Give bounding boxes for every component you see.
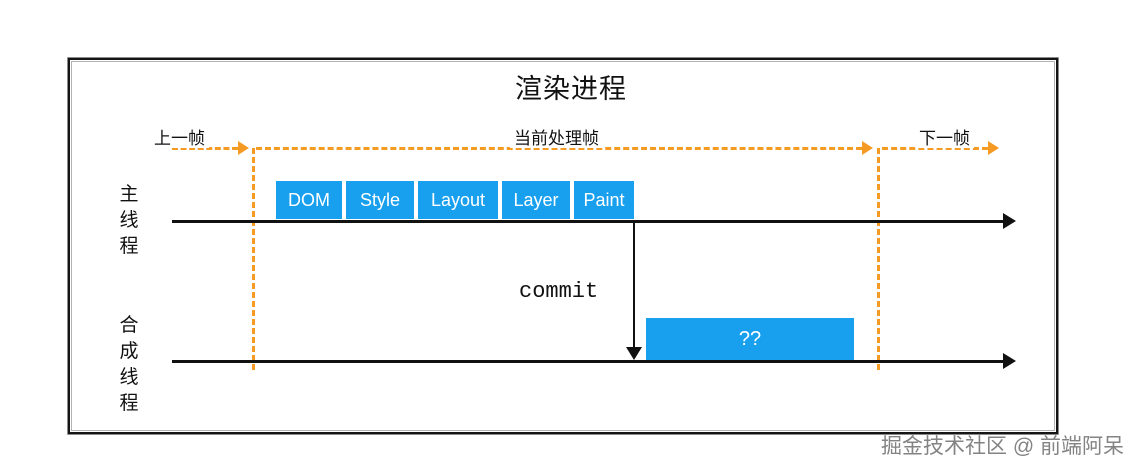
stage-box-layout[interactable]: Layout: [417, 180, 499, 220]
compositor-thread-label-char-3: 程: [119, 393, 139, 414]
compositor-thread-label: 合 成 线 程: [112, 313, 146, 417]
timeline-arrow-current: [862, 141, 873, 155]
stage-box-paint-label: Paint: [583, 189, 625, 210]
compositor-task-label: ??: [738, 327, 762, 350]
timeline-segment-current: [256, 147, 862, 150]
compositor-thread-label-char-0: 合: [119, 315, 139, 336]
compositor-thread-label-char-2: 线: [119, 367, 139, 388]
stage-box-layer[interactable]: Layer: [501, 180, 571, 220]
main-thread-axis: [172, 220, 1005, 223]
timeline-label-next-frame: 下一帧: [915, 130, 974, 148]
main-thread-axis-arrow: [1003, 213, 1016, 229]
commit-arrow-head: [626, 347, 642, 360]
stage-box-style[interactable]: Style: [345, 180, 415, 220]
stage-box-layer-label: Layer: [513, 189, 559, 210]
main-thread-label-char-0: 主: [119, 184, 139, 205]
main-thread-label-char-1: 线: [119, 210, 139, 231]
stage-box-style-label: Style: [359, 189, 401, 210]
stage-box-layout-label: Layout: [430, 189, 486, 210]
compositor-thread-label-char-1: 成: [119, 341, 139, 362]
compositor-thread-axis-arrow: [1003, 353, 1016, 369]
timeline-segment-next: [882, 147, 988, 150]
compositor-task-box[interactable]: ??: [646, 318, 854, 360]
watermark: 掘金技术社区 @ 前端阿呆: [881, 435, 1124, 458]
diagram-outer-frame: [67, 57, 1059, 435]
frame-boundary-left: [252, 148, 255, 370]
stage-box-paint[interactable]: Paint: [573, 180, 635, 220]
main-thread-label-char-2: 程: [119, 236, 139, 257]
timeline-label-previous-frame: 上一帧: [150, 130, 209, 148]
frame-boundary-right: [877, 148, 880, 370]
stage-box-dom-label: DOM: [288, 189, 330, 210]
stage-box-dom[interactable]: DOM: [275, 180, 343, 220]
timeline-arrow-next: [988, 141, 999, 155]
commit-label: commit: [519, 279, 599, 304]
page-title: 渲染进程: [515, 74, 627, 104]
main-thread-label: 主 线 程: [112, 182, 146, 260]
timeline-arrow-previous: [238, 141, 249, 155]
timeline-label-current-frame: 当前处理帧: [510, 130, 603, 148]
commit-arrow-shaft: [633, 222, 635, 348]
compositor-thread-axis: [172, 360, 1005, 363]
timeline-segment-previous: [172, 147, 238, 150]
